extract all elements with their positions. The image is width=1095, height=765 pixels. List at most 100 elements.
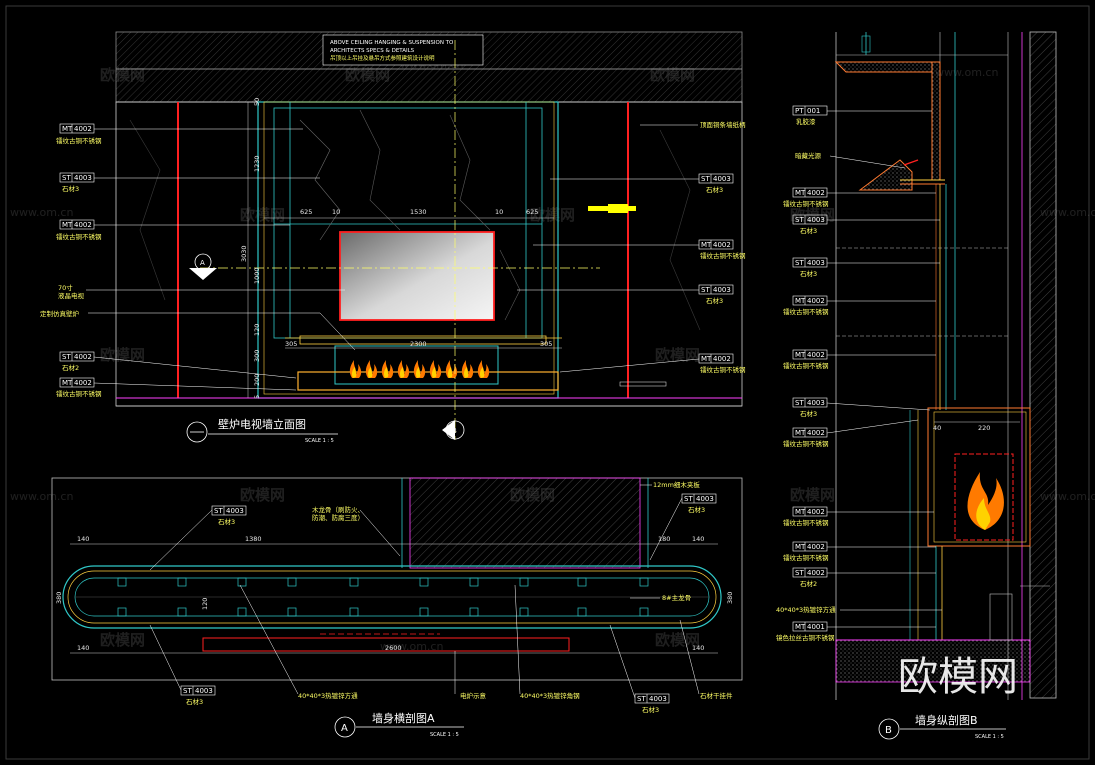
dim-label: 300 [253, 350, 261, 362]
watermark-text: 欧模网 [530, 206, 575, 224]
material-tag: MT 4002 镭纹古铜不锈钢 [783, 541, 936, 562]
tag-number: 4001 [807, 623, 825, 631]
material-tag: MT 4002 镭纹古铜不锈钢 [783, 349, 936, 370]
material-tag: MT 4002 镭纹古铜不锈钢 [559, 353, 746, 374]
elevation-drawing: ABOVE CEILING HANGING & SUSPENSION TO AR… [115, 31, 743, 444]
tag-code: MT [795, 297, 806, 305]
tag-material: 镭纹古铜不锈钢 [56, 232, 102, 241]
dim-label: 10 [495, 208, 503, 216]
material-tag: MT 4002 镭纹古铜不锈钢 [783, 295, 936, 316]
tag-code: ST [214, 507, 223, 515]
tag-material: 乳胶漆 [796, 117, 816, 126]
tag-material: 石材3 [642, 705, 659, 714]
tag-material: 石材2 [800, 579, 817, 588]
tag-number: 4003 [226, 507, 244, 515]
watermark-url: www.om.cn [10, 490, 73, 503]
material-tag: ST 4003 石材3 [550, 173, 734, 194]
watermark-text: 欧模网 [100, 346, 145, 364]
elevation-scale: SCALE 1 : 5 [305, 438, 334, 444]
watermark-text: 欧模网 [240, 486, 285, 504]
fireplace-label: 定制仿真壁炉 [40, 309, 80, 318]
dim-label: 140 [77, 644, 89, 652]
tag-code: PT [795, 107, 804, 115]
tag-code: MT [62, 221, 73, 229]
section-a-scale: SCALE 1 : 5 [430, 732, 459, 738]
tag-number: 4003 [713, 175, 731, 183]
callout-label: 暗藏光源 [795, 151, 822, 160]
material-tag: MT 4002 镭纹古铜不锈钢 [533, 239, 746, 260]
callout-label: 石材干挂件 [700, 691, 733, 700]
ceiling-note-line: ABOVE CEILING HANGING & SUSPENSION TO [330, 40, 454, 46]
watermark-url: www.om.cn [935, 66, 998, 79]
material-tag: ST 4003 石材3 [517, 284, 734, 305]
material-tag: ST 4002 石材2 [59, 351, 297, 379]
material-tag: PT 001 乳胶漆 [792, 105, 932, 126]
dim-label: 120 [253, 324, 261, 336]
tag-code: ST [62, 353, 71, 361]
callout-label: 40*40*3热镀锌方通 [776, 605, 836, 614]
tag-code: MT [795, 429, 806, 437]
ceiling-note-line: ARCHITECTS SPECS & DETAILS [330, 48, 415, 54]
tag-code: ST [684, 495, 693, 503]
tag-number: 4003 [713, 286, 731, 294]
tag-material: 石材3 [706, 185, 723, 194]
section-a-title: 墙身横剖图A [372, 711, 435, 725]
section-b-drawing: 40 220 B 墙身纵剖图B SCALE 1 : 5 [834, 31, 1057, 740]
dim-label: 380 [55, 592, 63, 604]
page-border [5, 5, 1090, 760]
tag-material: 镭纹古铜不锈钢 [56, 389, 102, 398]
section-b-mark: B [885, 725, 892, 736]
title-bubble [186, 421, 208, 443]
dim-label: 625 [526, 208, 538, 216]
callout-label: 8#主龙骨 [662, 593, 691, 602]
material-tag: MT 4002 镭纹古铜不锈钢 [783, 419, 919, 448]
material-tag: ST 4002 石材2 [792, 567, 936, 588]
tag-number: 4002 [807, 189, 825, 197]
tag-material: 石材3 [688, 505, 705, 514]
tag-code: ST [637, 695, 646, 703]
tag-number: 4002 [807, 351, 825, 359]
tag-material: 石材3 [62, 184, 79, 193]
elevation-title: 壁炉电视墙立面图 [218, 417, 306, 431]
tag-number: 4002 [807, 569, 825, 577]
watermark-text: 欧模网 [100, 631, 145, 649]
tag-material: 镭纹古铜不锈钢 [700, 251, 746, 260]
callout-label: 防潮、防腐三度） [312, 513, 364, 522]
tag-material: 镭纹古铜不锈钢 [783, 439, 829, 448]
tag-number: 4002 [807, 508, 825, 516]
tag-material: 石材3 [800, 226, 817, 235]
material-tag: ST 4003 石材3 [149, 505, 247, 571]
tag-material: 石材2 [62, 363, 79, 372]
tag-code: MT [701, 355, 712, 363]
tag-number: 4002 [807, 429, 825, 437]
tag-code: ST [701, 175, 710, 183]
tag-number: 4003 [649, 695, 667, 703]
dim-label: 3030 [240, 245, 248, 262]
tag-number: 4003 [807, 259, 825, 267]
tag-code: MT [62, 379, 73, 387]
watermark-text: 欧模网 [790, 486, 835, 504]
material-tag: MT 4002 镭纹古铜不锈钢 [783, 187, 936, 208]
tag-number: 4002 [713, 355, 731, 363]
dim-label: 2300 [410, 340, 427, 348]
tag-number: 4002 [713, 241, 731, 249]
material-tag: MT 4002 镭纹古铜不锈钢 [783, 506, 934, 527]
tag-code: ST [795, 399, 804, 407]
dim-label: 140 [77, 535, 89, 543]
material-tag: MT 4002 镭纹古铜不锈钢 [56, 377, 297, 398]
tag-number: 4003 [74, 174, 92, 182]
section-mark-b: B [452, 427, 457, 435]
section-b-tags: PT 001 乳胶漆 暗藏光源 MT 4002 镭纹古铜不锈钢 ST 4003 … [776, 105, 942, 642]
tag-code: MT [795, 623, 806, 631]
tag-number: 4002 [74, 353, 92, 361]
material-tag: ST 4003 石材3 [792, 397, 931, 418]
tag-material: 镭纹古铜不锈钢 [783, 361, 829, 370]
tag-code: MT [795, 189, 806, 197]
dim-label: 625 [300, 208, 312, 216]
tag-number: 4003 [807, 216, 825, 224]
dim-label: 140 [692, 535, 704, 543]
elevation-right-tags: 顶面铜条墙纸柄 ST 4003 石材3 MT 4002 镭纹古铜不锈钢 ST 4… [517, 120, 746, 374]
dim-label: 1000 [253, 267, 261, 284]
callout-label: 电炉示意 [460, 691, 487, 700]
material-tag: ST 4003 石材3 [792, 214, 940, 235]
